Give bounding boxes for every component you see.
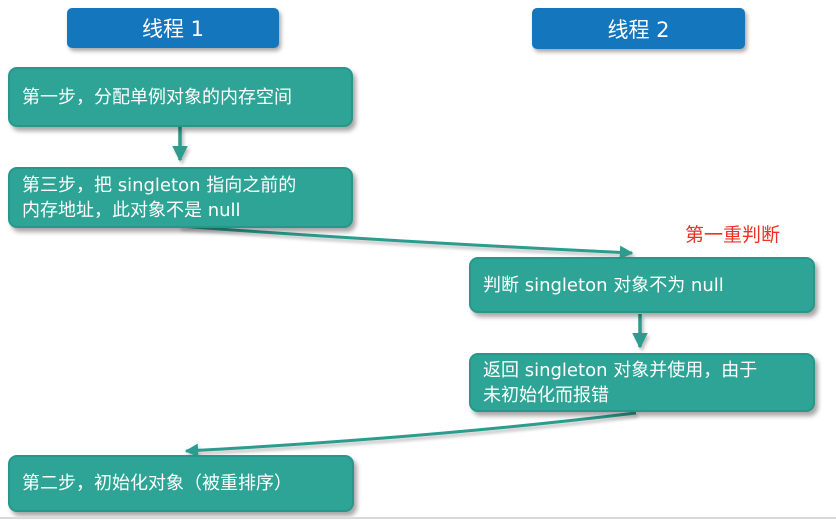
check-singleton-not-null-box: 判断 singleton 对象不为 null bbox=[469, 257, 815, 313]
step3-text-line1: 第三步，把 singleton 指向之前的 bbox=[22, 174, 297, 196]
step2-text: 第二步，初始化对象（被重排序） bbox=[22, 473, 292, 494]
thread1-header: 线程 1 bbox=[67, 8, 279, 48]
step1-text: 第一步，分配单例对象的内存空间 bbox=[22, 86, 292, 108]
step3-text-line2: 内存地址，此对象不是 null bbox=[22, 199, 241, 221]
return-text-line2: 未初始化而报错 bbox=[483, 384, 609, 406]
thread2-header: 线程 2 bbox=[532, 8, 745, 49]
step3-point-singleton-box: 第三步，把 singleton 指向之前的 内存地址，此对象不是 null bbox=[8, 167, 353, 228]
step1-allocate-memory-box: 第一步，分配单例对象的内存空间 bbox=[8, 67, 353, 127]
first-check-annotation: 第一重判断 bbox=[685, 224, 781, 246]
thread1-label: 线程 1 bbox=[141, 17, 205, 41]
return-singleton-error-box: 返回 singleton 对象并使用，由于 未初始化而报错 bbox=[469, 353, 815, 412]
arrow-return-to-step2 bbox=[184, 411, 637, 458]
step2-initialize-object-box: 第二步，初始化对象（被重排序） bbox=[8, 455, 354, 512]
return-text-line1: 返回 singleton 对象并使用，由于 bbox=[483, 359, 758, 381]
check-text: 判断 singleton 对象不为 null bbox=[483, 274, 724, 296]
arrow-step3-to-check bbox=[178, 224, 634, 260]
thread2-label: 线程 2 bbox=[607, 17, 670, 42]
bottom-divider bbox=[0, 517, 836, 519]
